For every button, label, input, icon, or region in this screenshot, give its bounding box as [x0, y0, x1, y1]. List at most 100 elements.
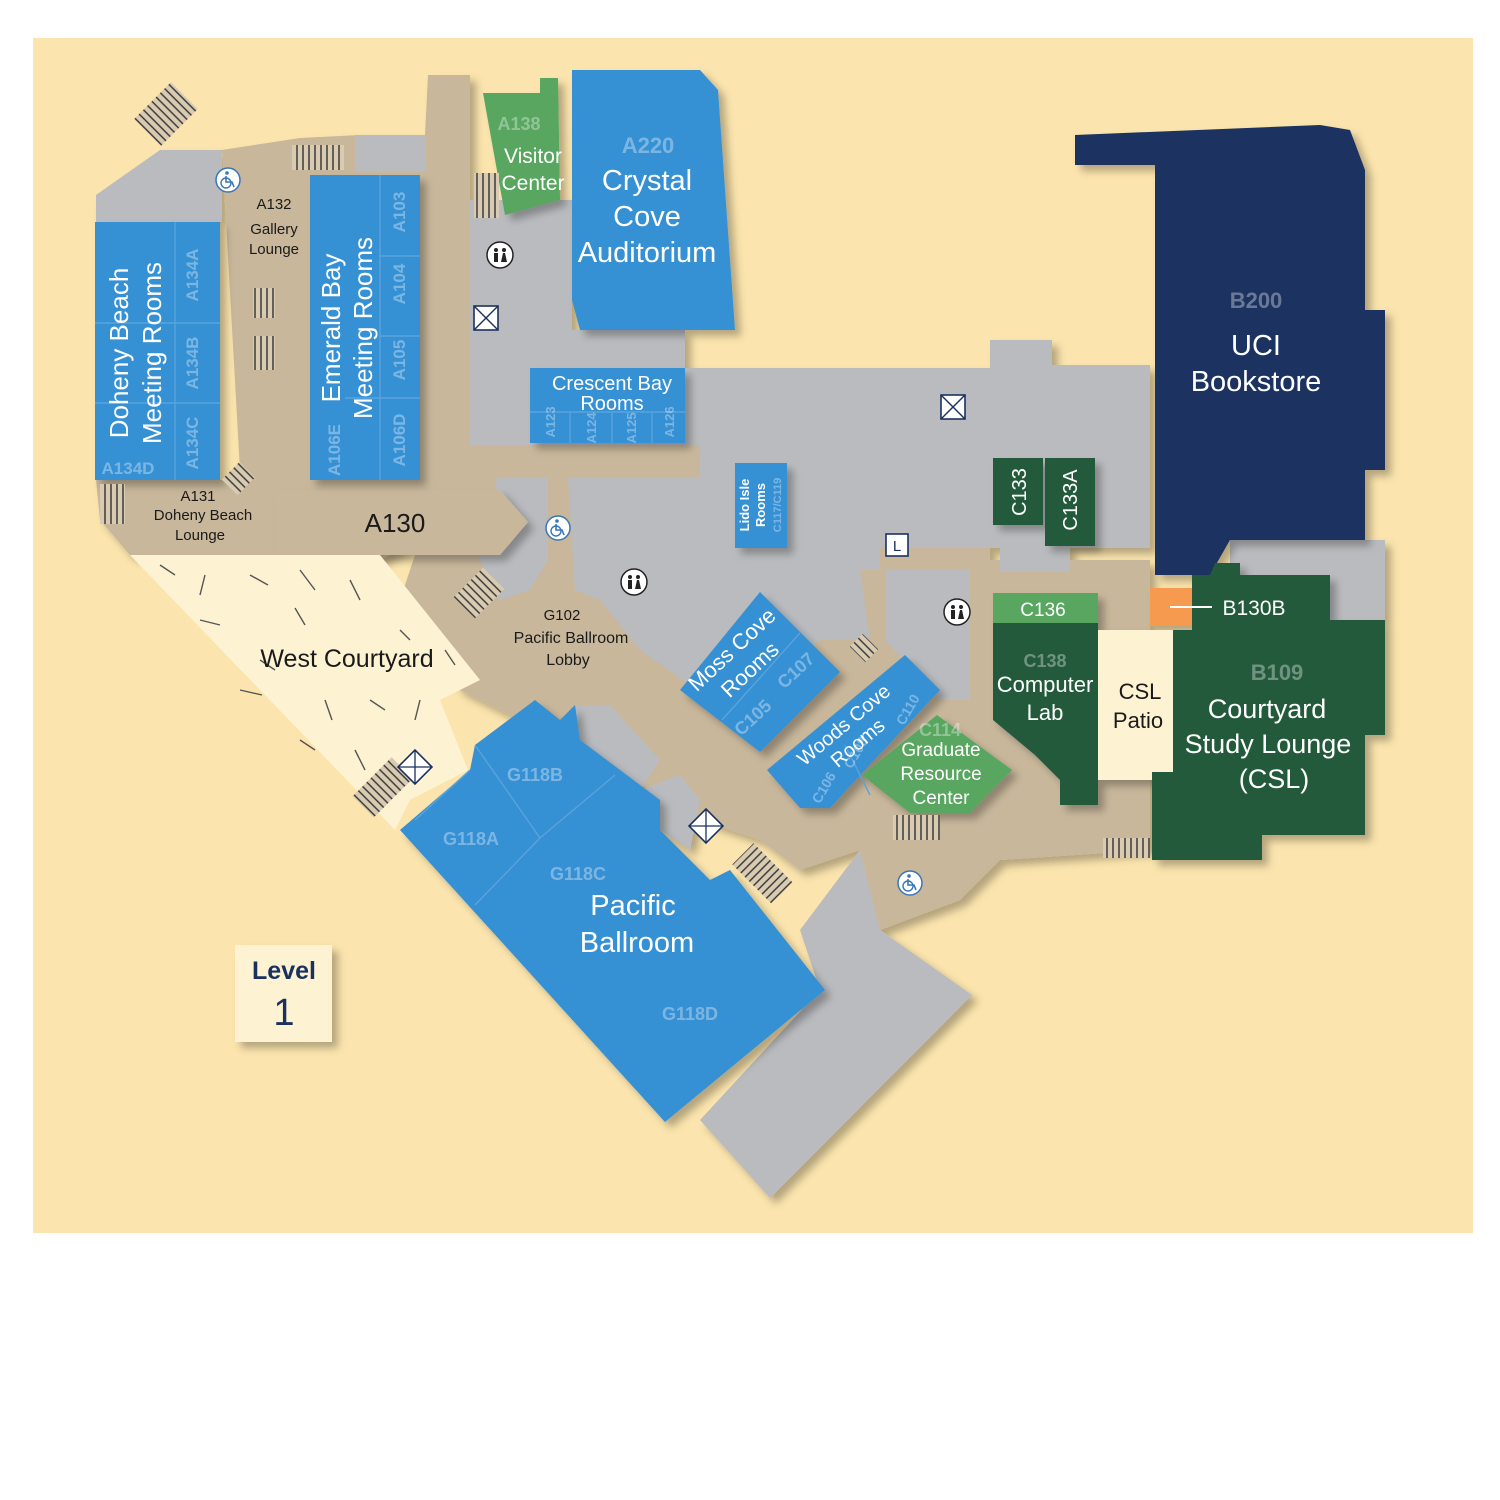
stairs-4	[253, 288, 275, 318]
area-gray-lower	[700, 850, 972, 1198]
a123-code: A123	[543, 406, 558, 437]
a105-code: A105	[390, 340, 409, 381]
a106d-code: A106D	[390, 414, 409, 467]
doheny-title-1: Doheny Beach	[104, 268, 134, 439]
lift-icon-letter: L	[893, 538, 901, 555]
grad-label-2: Resource	[900, 764, 981, 785]
level-number: 1	[273, 992, 294, 1034]
comp-label-2: Lab	[1027, 700, 1064, 725]
csl-label-3: (CSL)	[1239, 764, 1310, 794]
lido-label-1: Lido Isle	[737, 479, 752, 532]
g102-label-1: Pacific Ballroom	[514, 630, 629, 647]
b200-code: B200	[1230, 288, 1283, 313]
area-gray-top	[355, 135, 425, 172]
room-crescent-bay[interactable]	[530, 368, 685, 443]
g118b-code: G118B	[507, 765, 563, 785]
stairs	[100, 82, 1150, 904]
room-uci-bookstore[interactable]	[1075, 125, 1365, 575]
wheelchair-icon	[545, 515, 571, 541]
csl-label-1: Courtyard	[1208, 694, 1327, 724]
grad-label-1: Graduate	[901, 740, 980, 761]
crescent-label-1: Crescent Bay	[552, 373, 672, 395]
west-courtyard-label: West Courtyard	[260, 645, 433, 673]
ballroom-label-1: Pacific	[590, 890, 675, 922]
csl-label-2: Study Lounge	[1185, 729, 1352, 759]
exit-cross-icon	[396, 748, 434, 786]
a131-code: A131	[180, 488, 215, 505]
c114-code: C114	[919, 720, 961, 740]
a125-code: A125	[624, 412, 639, 443]
stairs-1	[134, 82, 198, 146]
wheelchair-icon	[215, 167, 241, 193]
a134a-code: A134A	[183, 249, 202, 302]
a134b-code: A134B	[183, 337, 202, 390]
room-csl[interactable]	[1152, 563, 1385, 860]
restroom-icon	[943, 598, 971, 626]
a124-code: A124	[584, 412, 599, 444]
a104-code: A104	[390, 263, 409, 304]
a138-code: A138	[497, 114, 540, 134]
room-c133[interactable]	[993, 458, 1043, 525]
crescent-label-2: Rooms	[580, 393, 643, 415]
elevator-icon	[940, 394, 966, 420]
a106e-code: A106E	[325, 424, 344, 476]
stairs-9	[352, 757, 413, 818]
room-emerald-bay[interactable]	[310, 175, 420, 480]
b130b-label: B130B	[1222, 597, 1285, 620]
room-lido-isle[interactable]	[735, 463, 787, 548]
area-gray-mid2	[640, 775, 700, 850]
a134d-code: A134D	[102, 459, 155, 478]
visitor-label-1: Visitor	[504, 145, 562, 168]
doheny-title-2: Meeting Rooms	[137, 262, 167, 444]
elevator-icon	[473, 305, 499, 331]
room-c138[interactable]	[993, 623, 1098, 805]
lido-label-3: C117/C119	[772, 478, 784, 532]
area-gray-b	[1230, 540, 1385, 620]
lido-label-2: Rooms	[753, 483, 768, 527]
a130-label: A130	[365, 508, 426, 538]
room-crystal-cove[interactable]	[572, 70, 735, 330]
a132-label-2: Lounge	[249, 241, 299, 258]
comp-label-1: Computer	[997, 672, 1094, 697]
room-pacific-ballroom[interactable]	[400, 700, 825, 1122]
restroom-icon	[486, 241, 514, 269]
g118c-code: G118C	[550, 864, 606, 884]
a126-code: A126	[662, 406, 677, 437]
crystal-label-1: Crystal	[602, 165, 692, 197]
room-visitor-center[interactable]	[483, 78, 560, 215]
csl-patio-label-1: CSL	[1119, 679, 1162, 704]
stairs-2	[292, 145, 344, 170]
area-central-gray	[470, 200, 1150, 570]
room-c133a[interactable]	[1045, 458, 1095, 546]
room-c114[interactable]	[862, 715, 1012, 813]
stairs-11	[849, 633, 879, 663]
room-moss-cove[interactable]	[680, 592, 840, 752]
room-c136[interactable]	[993, 593, 1098, 623]
a132-label-1: Gallery	[250, 221, 298, 238]
room-doheny-beach[interactable]	[95, 222, 220, 480]
room-dividers	[95, 175, 871, 906]
a132-code: A132	[256, 196, 291, 213]
grad-label-3: Center	[912, 788, 970, 809]
ballroom-label-2: Ballroom	[580, 927, 694, 959]
a130-corridor	[275, 490, 528, 555]
a103-code: A103	[390, 192, 409, 233]
room-csl-patio[interactable]	[1098, 630, 1173, 780]
crystal-label-2: Cove	[613, 201, 681, 233]
stairs-13	[1103, 838, 1150, 858]
b109-code: B109	[1251, 660, 1304, 685]
emerald-title-1: Emerald Bay	[316, 254, 346, 403]
c133a-label: C133A	[1060, 469, 1082, 531]
emerald-title-2: Meeting Rooms	[348, 237, 378, 419]
area-gray-mid	[575, 705, 660, 790]
room-woods-cove[interactable]	[767, 655, 940, 808]
stairs-12	[893, 815, 940, 840]
a134c-code: A134C	[183, 417, 202, 470]
courtyard-texture	[159, 564, 456, 771]
c138-code: C138	[1023, 651, 1066, 671]
room-uci-bookstore-ext[interactable]	[1365, 310, 1385, 470]
stairs-6	[100, 484, 125, 524]
a220-code: A220	[622, 133, 675, 158]
level-box	[235, 945, 332, 1042]
